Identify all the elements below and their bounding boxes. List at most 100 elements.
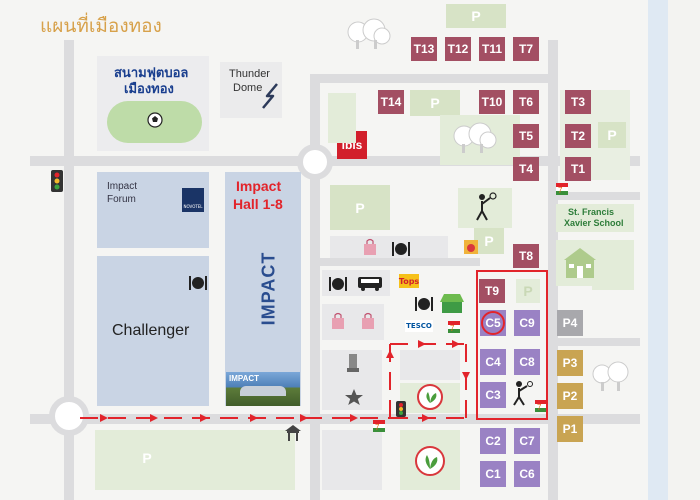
block-c2[interactable]: C2 — [480, 428, 506, 454]
block-t1[interactable]: T1 — [565, 157, 591, 181]
novotel-label: NOVOTEL — [183, 204, 203, 209]
road-main-horizontal-top — [30, 156, 640, 166]
road-vertical-left — [64, 40, 74, 500]
thunder-dome-label-line1: Thunder — [229, 68, 270, 80]
parking-right-upper-mark: P — [598, 122, 626, 148]
c5-highlight-circle — [481, 311, 505, 335]
tennis-player-icon — [513, 381, 533, 406]
thunder-dome-label-line2: Dome — [233, 82, 263, 94]
impact-forum-label-line2: Forum — [107, 194, 136, 205]
block-p4[interactable]: P4 — [557, 310, 583, 336]
stadium-label-line2: เมืองทอง — [124, 82, 174, 97]
block-t2[interactable]: T2 — [565, 124, 591, 148]
impact-photo-building — [240, 386, 286, 396]
tops-label: Tops — [398, 276, 420, 286]
seven-eleven-icon: 7 — [448, 321, 460, 333]
traffic-light-icon — [396, 401, 406, 417]
traffic-light-icon — [51, 170, 63, 192]
map-title: แผนที่เมืองทอง — [40, 15, 162, 37]
road-horizontal-mid — [320, 258, 480, 266]
svg-text:7: 7 — [450, 324, 455, 333]
tops-logo: Tops — [399, 274, 419, 288]
impact-building-photo: IMPACT — [226, 372, 300, 406]
block-c8[interactable]: C8 — [514, 349, 540, 375]
dining-icon — [189, 276, 207, 290]
seven-eleven-icon: 7 — [535, 400, 547, 412]
river-strip — [648, 0, 668, 500]
lot-center-lower — [400, 350, 460, 380]
dining-icon — [392, 242, 410, 256]
soccer-ball-icon — [147, 112, 163, 128]
block-t5[interactable]: T5 — [513, 124, 539, 148]
impact-hall-label-line1: Impact — [236, 178, 282, 194]
block-t10[interactable]: T10 — [479, 90, 505, 114]
river-edge — [668, 0, 700, 500]
block-t6[interactable]: T6 — [513, 90, 539, 114]
badminton-player-icon — [476, 192, 497, 221]
roundabout-left — [49, 396, 89, 436]
road-vertical-right — [548, 40, 558, 500]
svg-text:7: 7 — [375, 423, 380, 432]
parking-lower-left: P — [142, 450, 152, 466]
green-lot-upper — [328, 93, 356, 143]
pavilion-icon — [285, 425, 301, 441]
school-label-box — [556, 204, 634, 232]
tree-icon — [453, 122, 497, 153]
block-t13[interactable]: T13 — [411, 37, 437, 61]
market-logo-icon — [417, 384, 443, 410]
dining-icon — [329, 277, 347, 291]
block-t12[interactable]: T12 — [445, 37, 471, 61]
block-c5[interactable]: C5 — [480, 310, 506, 336]
block-t11[interactable]: T11 — [479, 37, 505, 61]
shopping-bag-icon — [362, 312, 374, 329]
tree-icon — [592, 361, 629, 391]
block-t8[interactable]: T8 — [513, 244, 539, 268]
block-p1[interactable]: P1 — [557, 416, 583, 442]
lot-lower-center — [322, 430, 382, 490]
monument-icon — [347, 354, 359, 372]
parking-top-right: P — [446, 4, 506, 28]
block-c6[interactable]: C6 — [514, 461, 540, 487]
block-c3[interactable]: C3 — [480, 382, 506, 408]
road-horizontal-right-top — [548, 192, 640, 200]
fruit-icon — [464, 240, 478, 254]
block-p2[interactable]: P2 — [557, 383, 583, 409]
market-logo-icon — [415, 446, 445, 476]
star-icon — [345, 389, 363, 405]
parking-c-zone: P — [516, 279, 540, 303]
bus-icon — [358, 277, 382, 291]
block-t9[interactable]: T9 — [479, 279, 505, 303]
parking-mid-right: P — [474, 228, 504, 254]
tesco-label: TESCO — [406, 322, 432, 330]
impact-photo-label: IMPACT — [229, 374, 260, 383]
parking-upper-center: P — [410, 90, 460, 116]
challenger-label: Challenger — [112, 322, 190, 339]
block-t3[interactable]: T3 — [565, 90, 591, 114]
block-t14[interactable]: T14 — [378, 90, 404, 114]
stadium-label-line1: สนามฟุตบอล — [114, 66, 189, 81]
block-c1[interactable]: C1 — [480, 461, 506, 487]
c-zone-highlight — [476, 270, 548, 420]
novotel-logo: NOVOTEL — [182, 188, 204, 212]
tesco-logo: TESCO — [405, 320, 433, 332]
block-c9[interactable]: C9 — [514, 310, 540, 336]
block-c7[interactable]: C7 — [514, 428, 540, 454]
school-label-line1: St. Francis — [568, 207, 615, 217]
seven-eleven-icon: 7 — [556, 183, 568, 195]
block-c4[interactable]: C4 — [480, 349, 506, 375]
svg-text:7: 7 — [537, 403, 542, 412]
block-t4[interactable]: T4 — [513, 157, 539, 181]
lightning-icon — [262, 83, 278, 109]
block-p3[interactable]: P3 — [557, 350, 583, 376]
impact-hall-block — [225, 172, 301, 406]
impact-hall-label-line2: Hall 1-8 — [233, 196, 283, 212]
green-lot-lower-left — [95, 430, 295, 490]
tree-icon — [347, 18, 391, 49]
green-lot-badminton — [458, 188, 512, 228]
block-t7[interactable]: T7 — [513, 37, 539, 61]
road-top-connector — [310, 74, 550, 83]
svg-text:7: 7 — [558, 186, 563, 195]
market-icon — [440, 294, 464, 313]
